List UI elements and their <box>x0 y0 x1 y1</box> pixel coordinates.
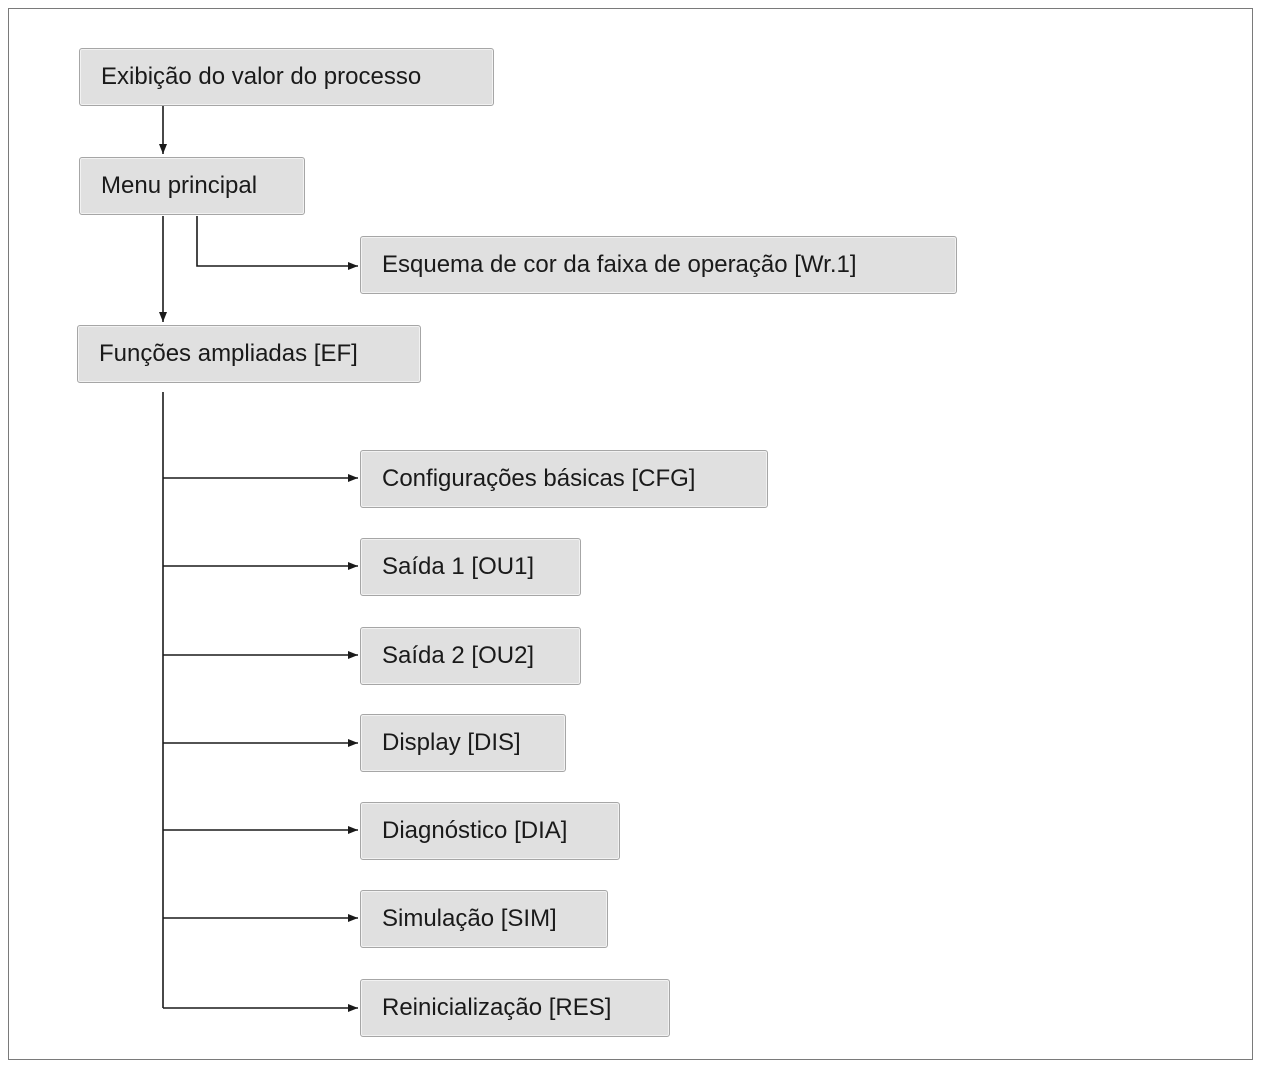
node-diagnostics: Diagnóstico [DIA] <box>360 802 620 860</box>
node-output-2: Saída 2 [OU2] <box>360 627 581 685</box>
node-basic-settings: Configurações básicas [CFG] <box>360 450 768 508</box>
node-color-scheme: Esquema de cor da faixa de operação [Wr.… <box>360 236 957 294</box>
arrow-menu-to-color-scheme <box>196 216 358 270</box>
node-output-1: Saída 1 [OU1] <box>360 538 581 596</box>
node-main-menu: Menu principal <box>79 157 305 215</box>
node-reset: Reinicialização [RES] <box>360 979 670 1037</box>
node-display: Display [DIS] <box>360 714 566 772</box>
node-simulation: Simulação [SIM] <box>360 890 608 948</box>
node-extended-functions: Funções ampliadas [EF] <box>77 325 421 383</box>
node-process-value: Exibição do valor do processo <box>79 48 494 106</box>
diagram-frame <box>8 8 1253 1060</box>
